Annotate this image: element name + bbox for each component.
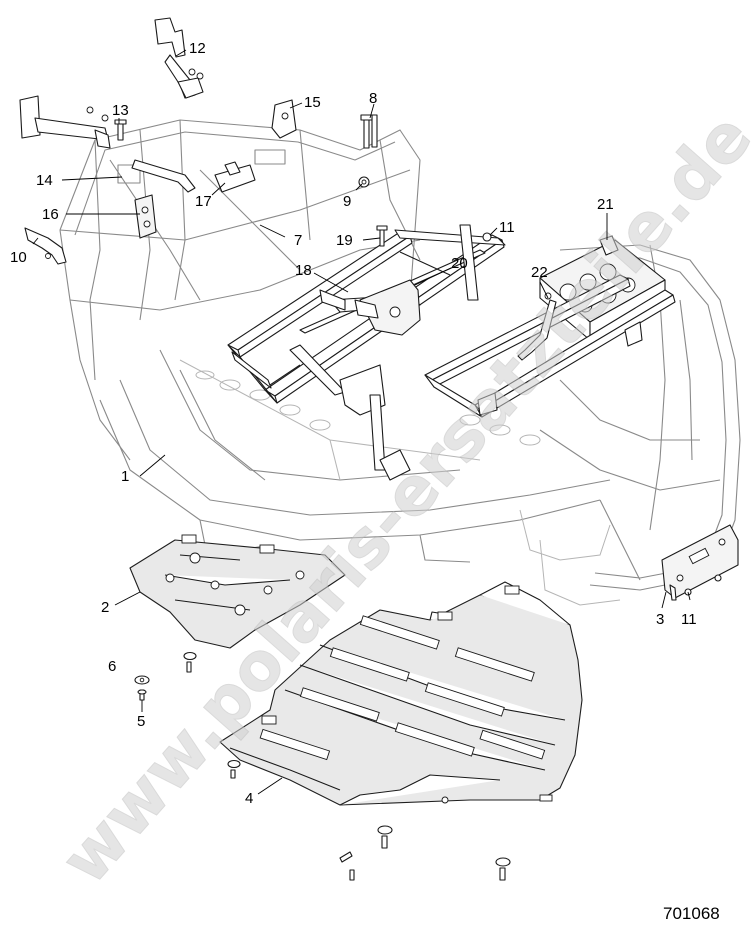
callout-10: 10 bbox=[10, 249, 27, 266]
skid-plate-rear bbox=[129, 534, 346, 649]
callout-15: 15 bbox=[304, 94, 321, 111]
front-bulkhead-assembly bbox=[424, 235, 676, 418]
bolt-part-8 bbox=[360, 114, 378, 149]
callout-1: 1 bbox=[121, 468, 129, 485]
bracket-part-14-strap bbox=[131, 159, 196, 193]
bracket-part-left-arm bbox=[19, 95, 111, 149]
bracket-part-16 bbox=[134, 194, 157, 239]
fastener-set-left bbox=[183, 651, 241, 779]
bolt-part-19 bbox=[376, 225, 388, 247]
callout-14: 14 bbox=[36, 172, 53, 189]
bolt-part-11-top bbox=[482, 232, 492, 242]
callout-11-top: 11 bbox=[499, 219, 515, 236]
callout-22: 22 bbox=[531, 264, 548, 281]
callout-17: 17 bbox=[195, 193, 212, 210]
callout-18: 18 bbox=[295, 262, 312, 279]
callout-19: 19 bbox=[336, 232, 353, 249]
diagram-id: 701068 bbox=[663, 904, 720, 923]
callout-3: 3 bbox=[656, 611, 664, 628]
callout-9: 9 bbox=[343, 193, 351, 210]
fastener-5-6 bbox=[134, 675, 150, 701]
callout-13: 13 bbox=[112, 102, 129, 119]
bracket-part-17 bbox=[214, 161, 256, 193]
callout-12: 12 bbox=[189, 40, 206, 57]
callout-labels: 1 2 3 4 5 6 7 8 9 10 11 11 12 13 14 15 1… bbox=[10, 40, 697, 807]
bracket-part-12 bbox=[154, 17, 204, 99]
callout-6: 6 bbox=[108, 658, 116, 675]
callout-4: 4 bbox=[245, 790, 253, 807]
leader-lines bbox=[32, 49, 691, 795]
skid-plate-main bbox=[219, 581, 583, 806]
callout-11-bottom: 11 bbox=[681, 611, 697, 628]
fastener-set-bottom bbox=[339, 825, 511, 881]
callout-8: 8 bbox=[369, 90, 377, 107]
callout-5: 5 bbox=[137, 713, 145, 730]
callout-2: 2 bbox=[101, 599, 109, 616]
bracket-part-10 bbox=[24, 227, 67, 265]
callout-16: 16 bbox=[42, 206, 59, 223]
side-bracket-part-3 bbox=[661, 524, 739, 601]
callout-21: 21 bbox=[597, 196, 614, 213]
fastener-13 bbox=[114, 119, 127, 141]
callout-20: 20 bbox=[451, 255, 468, 272]
bracket-part-15 bbox=[271, 99, 297, 139]
callout-7: 7 bbox=[294, 232, 302, 249]
center-bracket-assembly bbox=[319, 279, 421, 481]
